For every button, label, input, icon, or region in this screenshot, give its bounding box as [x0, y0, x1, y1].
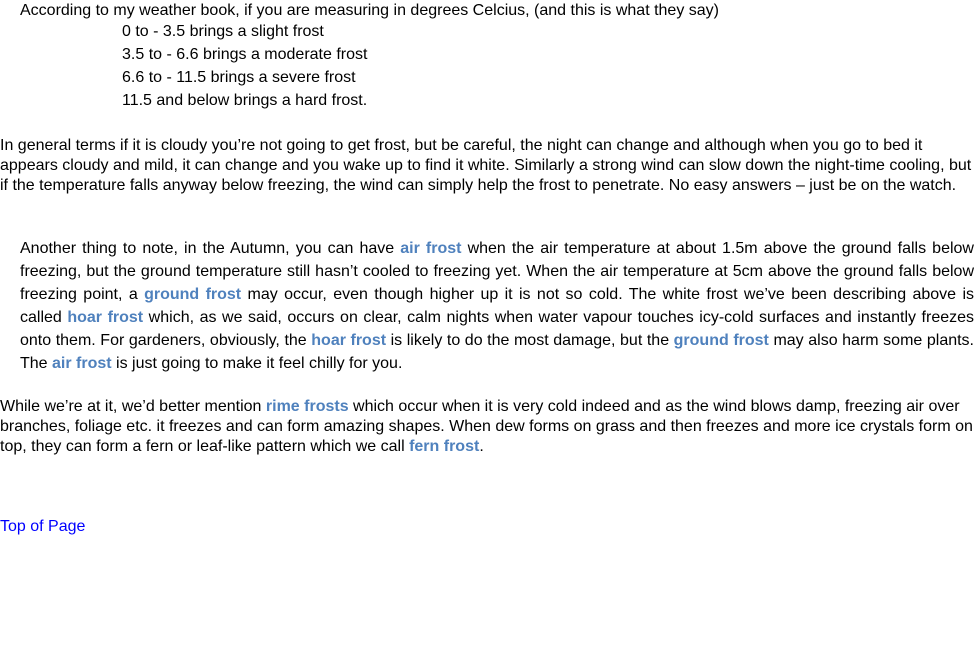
- paragraph-rime-frost: While we’re at it, we’d better mention r…: [0, 397, 974, 457]
- paragraph-text: is likely to do the most damage, but the: [386, 332, 674, 349]
- term-hoar-frost: hoar frost: [67, 309, 144, 326]
- term-fern-frost: fern frost: [409, 438, 480, 455]
- frost-scale-item: 3.5 to - 6.6 brings a moderate frost: [122, 46, 368, 63]
- frost-scale-item: 11.5 and below brings a hard frost.: [122, 92, 368, 109]
- paragraph-frost-types: Another thing to note, in the Autumn, yo…: [20, 237, 974, 375]
- term-rime-frosts: rime frosts: [265, 398, 349, 415]
- term-ground-frost: ground frost: [144, 286, 242, 303]
- intro-line: According to my weather book, if you are…: [20, 2, 719, 19]
- term-hoar-frost: hoar frost: [311, 332, 387, 349]
- paragraph-text: is just going to make it feel chilly for…: [111, 355, 403, 372]
- frost-scale-item: 6.6 to - 11.5 brings a severe frost: [122, 69, 356, 86]
- paragraph-text: which, as we said, occurs on clear, calm…: [20, 309, 974, 349]
- frost-scale-list: 0 to - 3.5 brings a slight frost 3.5 to …: [122, 22, 367, 114]
- paragraph-text: which occur when it is very cold indeed …: [0, 398, 973, 455]
- term-air-frost: air frost: [400, 240, 462, 257]
- paragraph-general: In general terms if it is cloudy you’re …: [0, 137, 972, 194]
- term-ground-frost: ground frost: [673, 332, 769, 349]
- frost-scale-item: 0 to - 3.5 brings a slight frost: [122, 23, 324, 40]
- paragraph-text: Another thing to note, in the Autumn, yo…: [20, 240, 401, 257]
- term-air-frost: air frost: [52, 355, 112, 372]
- paragraph-text: may also harm some plants. The: [20, 332, 974, 372]
- paragraph-text: While we’re at it, we’d better mention: [0, 398, 266, 415]
- paragraph-text: when the air temperature at about 1.5m a…: [20, 240, 974, 303]
- paragraph-text: .: [479, 438, 484, 455]
- top-of-page-link[interactable]: Top of Page: [0, 518, 86, 535]
- paragraph-text: may occur, even though higher up it is n…: [20, 286, 974, 326]
